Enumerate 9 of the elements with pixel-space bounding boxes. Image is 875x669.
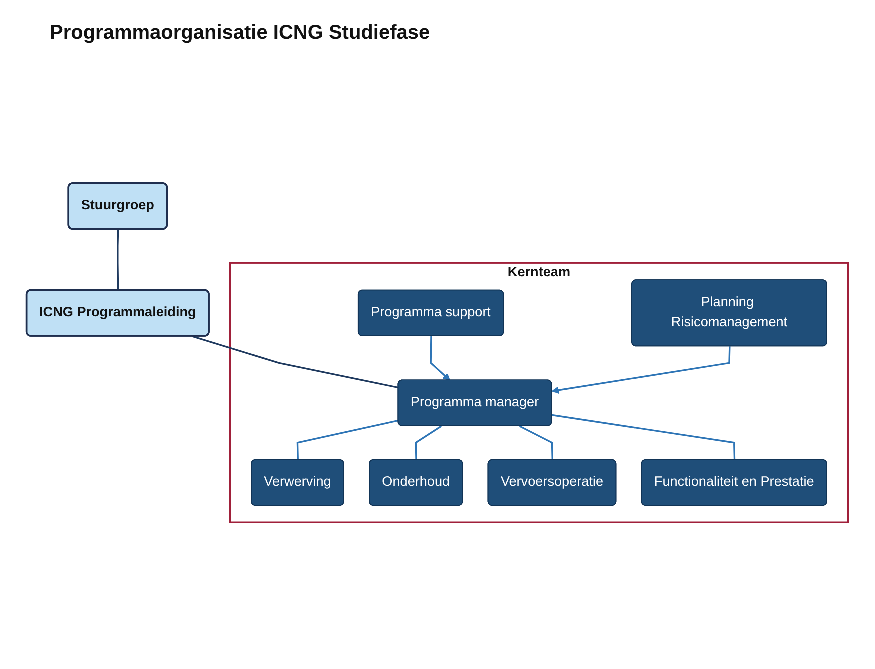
connector [552,414,736,460]
connector [519,426,554,460]
diagram-title: Programmaorganisatie ICNG Studiefase [50,22,432,45]
connector [192,336,399,389]
arrow [552,346,731,394]
connector [415,426,442,460]
arrow [430,336,451,381]
connector [117,230,120,291]
connector [296,420,399,460]
